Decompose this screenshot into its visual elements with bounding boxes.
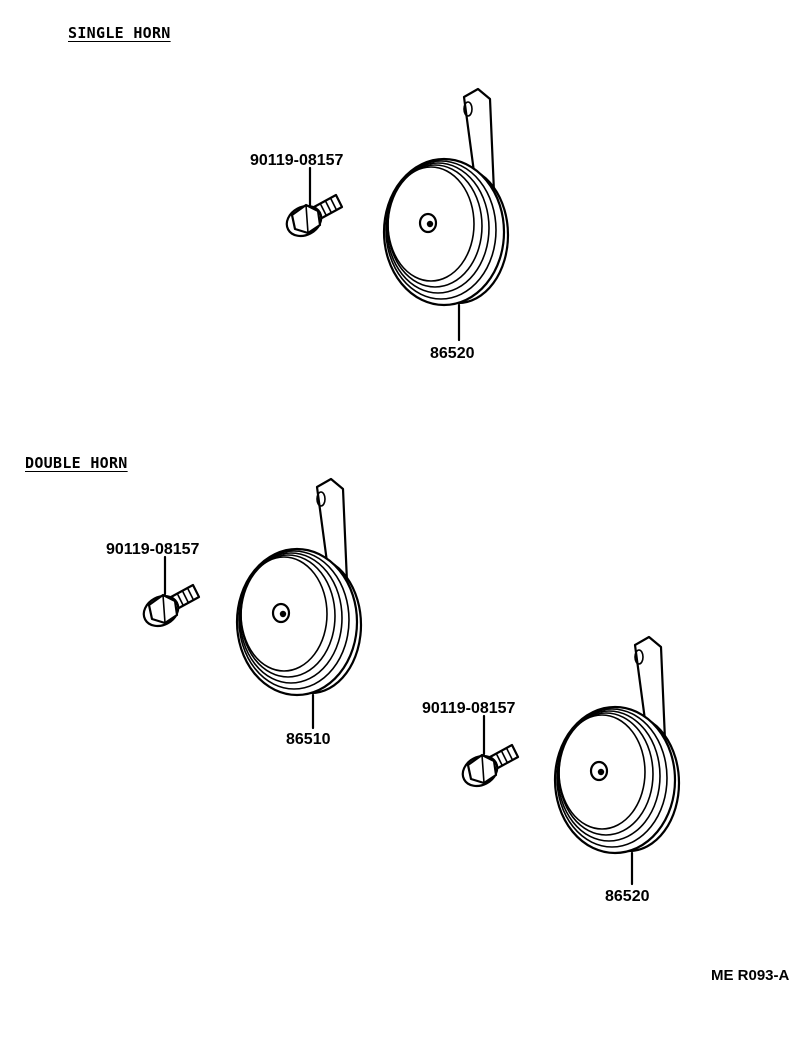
bolt-part-number: 90119-08157	[250, 152, 344, 169]
horn-part-number: 86510	[286, 731, 331, 748]
bolt-part-number: 90119-08157	[106, 541, 200, 558]
horn-86520-single	[382, 87, 510, 307]
bolt-single	[280, 193, 344, 243]
horn-86510	[235, 477, 363, 697]
single-horn-assembly: 86520 90119-08157	[250, 87, 510, 362]
horn-part-number: 86520	[605, 888, 650, 905]
bolt-double-left	[137, 583, 201, 633]
double-horn-heading: DOUBLE HORN	[25, 454, 128, 472]
horn-part-number: 86520	[430, 345, 475, 362]
bolt-part-number: 90119-08157	[422, 700, 516, 717]
single-horn-heading: SINGLE HORN	[68, 24, 171, 42]
bolt-double-right	[456, 743, 520, 793]
double-horn-right-assembly: 86520 90119-08157	[422, 635, 681, 905]
double-horn-left-assembly: 86510 90119-08157	[106, 477, 363, 748]
horn-86520-double	[553, 635, 681, 855]
reference-code: ME R093-A	[711, 967, 790, 984]
